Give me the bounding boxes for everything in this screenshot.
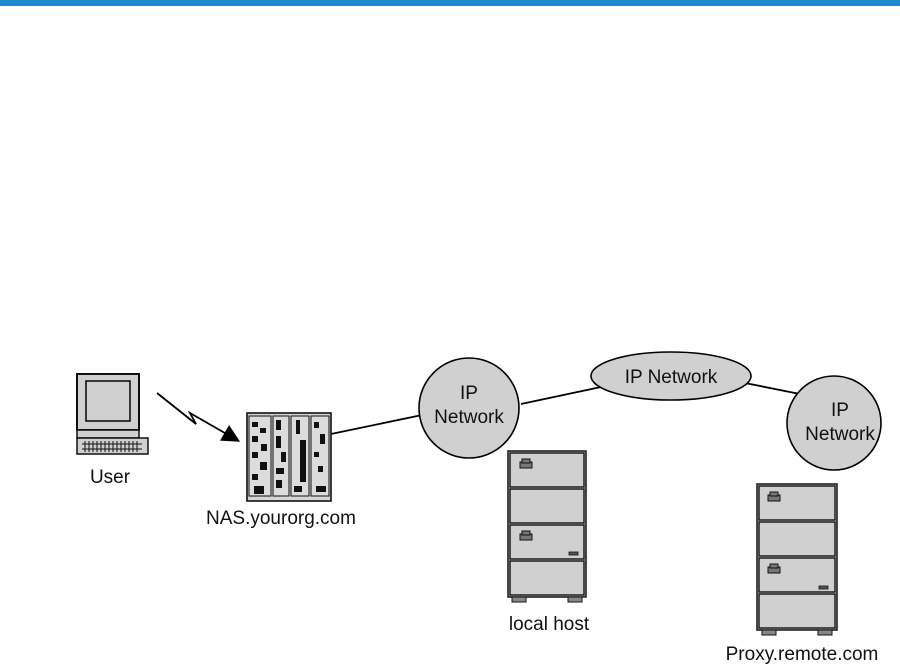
nas-label: NAS.yourorg.com (206, 508, 356, 529)
user-label: User (90, 467, 131, 488)
dial-up-link-icon (156, 392, 241, 442)
top-accent-bar (0, 0, 900, 6)
svg-text:IP Network: IP Network (625, 367, 718, 388)
link-ip-network-middle-to-ip-network-right (744, 382, 801, 395)
computer-terminal-icon (76, 373, 149, 455)
ip-network-cloud-right: IP Network (786, 375, 882, 471)
network-access-server-icon (246, 412, 332, 502)
local-host-label: local host (509, 614, 590, 635)
ip-network-cloud-left: IP Network (418, 357, 520, 459)
svg-text:IP: IP (831, 400, 849, 421)
link-ip-network-to-ip-network-middle (520, 386, 602, 405)
svg-text:Network: Network (434, 407, 504, 428)
svg-text:Network: Network (805, 424, 875, 445)
link-nas-to-ip-network (330, 413, 428, 435)
proxy-label: Proxy.remote.com (726, 644, 879, 665)
local-host-server-icon (507, 450, 587, 603)
proxy-server-icon (756, 483, 838, 636)
svg-text:IP: IP (460, 383, 478, 404)
ip-network-cloud-middle: IP Network (590, 351, 752, 401)
